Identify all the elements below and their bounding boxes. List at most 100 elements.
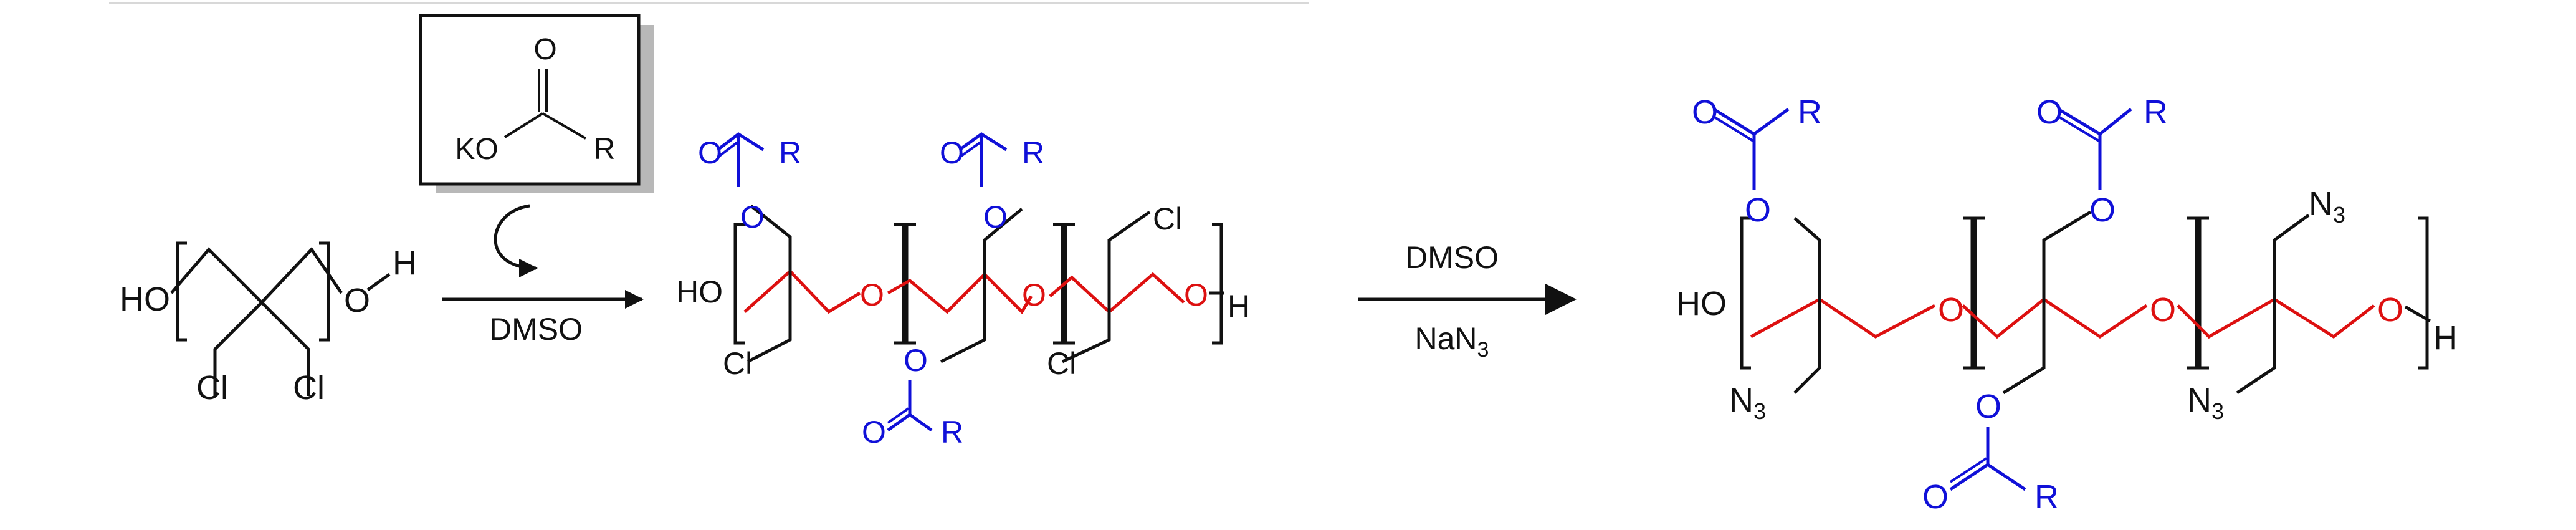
fin-red-backbone (1750, 297, 2375, 339)
fin-azide-2-label: N3 (2309, 185, 2345, 228)
int-ester-lower-ether-o-label: O (904, 343, 928, 378)
reagent-o-c-bond (503, 112, 544, 138)
fin-azide-3-label: N3 (2187, 382, 2224, 424)
fin-o-3-label: O (2377, 291, 2403, 329)
fin-ester-2-r-label: R (2144, 94, 2168, 131)
fin-ester-lower-bonds (1949, 427, 2026, 491)
reagent-box-frame (419, 14, 641, 186)
fin-bracket-2-right (2187, 216, 2198, 370)
start-right-chloromethyl (260, 301, 310, 396)
reagent-r-label: R (594, 133, 616, 166)
int-ester-1-r-label: R (779, 135, 801, 170)
fin-ester-lower-o-label: O (1922, 478, 1949, 516)
fin-terminal-h-label: H (2433, 319, 2458, 357)
fin-ester-1-bonds (1712, 107, 1790, 190)
int-ester-1-double-bond (717, 140, 740, 158)
int-unit-1-black-bonds (747, 205, 792, 364)
int-bracket-3-left (1064, 223, 1075, 345)
int-ester-lower-bonds (887, 380, 933, 432)
start-left-bracket (176, 241, 187, 342)
int-terminal-h-label: H (1228, 289, 1250, 324)
curved-reagent-arrow (494, 204, 538, 277)
int-o-1-label: O (860, 277, 884, 312)
fin-left-bracket (1740, 216, 1751, 370)
int-cl-1-label: Cl (723, 346, 752, 381)
int-left-bracket (733, 223, 745, 345)
sodium-azide-base-text: NaN (1415, 321, 1477, 356)
int-ester-2-ether-o-label: O (983, 200, 1008, 234)
fin-ester-lower-double-bond (1949, 457, 1988, 483)
final-product: HO O O O H N3 N3 N3 O R O O R O (1676, 94, 2458, 516)
int-ester-lower-double-bond (887, 407, 910, 424)
fin-ester-2-bonds (2057, 107, 2132, 190)
reagent-box: O KO R (419, 14, 654, 193)
fin-ester-2-double-bond (2057, 115, 2101, 143)
fin-azide-3-subscript: 3 (2211, 398, 2224, 424)
reagent-c-r-bond (541, 112, 587, 140)
start-backbone-left (170, 247, 263, 304)
int-ester-lower-r-label: R (941, 415, 963, 450)
int-ester-2-bonds (958, 132, 1008, 187)
fin-azide-2-n-text: N (2309, 185, 2333, 223)
int-ho-label: HO (676, 274, 723, 309)
start-ho-label: HO (120, 281, 170, 318)
start-cl-right-label: Cl (293, 369, 325, 407)
intermediate-product: HO O O O H Cl Cl Cl O R O O R O (676, 132, 1250, 450)
fin-unit-3-black-bonds (2236, 213, 2310, 395)
int-ester-lower-o-label: O (862, 415, 886, 450)
fin-ester-lower-r-label: R (2035, 478, 2059, 516)
fin-bracket-2-left (1973, 216, 1985, 370)
fin-unit-1-black-bonds (1793, 217, 1821, 394)
fin-ester-lower: O O R (1922, 388, 2059, 516)
int-ester-2-double-bond (958, 140, 983, 158)
int-cl-3-bottom-label: Cl (1047, 346, 1076, 381)
starting-material: HO O H Cl Cl (120, 241, 417, 407)
arrow-1-solvent-label: DMSO (489, 312, 583, 347)
fin-azide-1-n-text: N (1729, 382, 1753, 419)
arrow-2-solvent-label: DMSO (1405, 240, 1499, 275)
fin-ester-2-o-label: O (2036, 94, 2063, 131)
int-bracket-2-right (1053, 223, 1064, 345)
fin-ester-1: O R O (1692, 94, 1822, 229)
start-left-chloromethyl (213, 301, 263, 396)
start-h-label: H (393, 244, 417, 282)
int-ester-2: O R O (940, 132, 1044, 234)
fin-o-2-label: O (2150, 291, 2176, 329)
int-ester-1-bonds (717, 132, 765, 187)
fin-bracket-3-right (2418, 216, 2429, 370)
fin-ester-1-double-bond (1712, 115, 1755, 143)
int-ester-lower: O O R (862, 343, 963, 450)
int-bracket-3-right (1212, 223, 1223, 345)
start-backbone-right (260, 247, 343, 304)
fin-terminal-o-h-bond (2404, 305, 2431, 323)
sodium-azide-subscript: 3 (1477, 338, 1489, 362)
fin-ester-1-ether-o-label: O (1745, 191, 1771, 229)
int-cl-3-top-label: Cl (1153, 201, 1182, 236)
fin-ester-1-r-label: R (1798, 94, 1822, 131)
start-cl-left-label: Cl (196, 369, 228, 407)
int-ester-1-o-label: O (698, 135, 722, 170)
start-right-bracket (319, 241, 330, 342)
fin-ester-2: O R O (2036, 94, 2168, 229)
fin-unit-2-black-bonds (2002, 210, 2092, 395)
reagent-o-label: O (533, 33, 556, 66)
start-o-h-bond (366, 272, 391, 292)
fin-azide-3-n-text: N (2187, 382, 2211, 419)
int-unit-2-black-bonds (940, 208, 1023, 364)
fin-ester-lower-ether-o-label: O (1975, 388, 2001, 425)
fin-azide-1-label: N3 (1729, 382, 1766, 424)
int-ester-2-r-label: R (1022, 135, 1044, 170)
fin-azide-1-subscript: 3 (1753, 398, 1766, 424)
int-ester-1: O R O (698, 132, 801, 234)
int-ester-1-ether-o-label: O (740, 200, 765, 234)
fin-bracket-3-left (2198, 216, 2209, 370)
reagent-ko-label: KO (455, 133, 498, 166)
fin-o-1-label: O (1938, 291, 1964, 329)
int-unit-3-black-bonds (1061, 210, 1151, 364)
fin-bracket-1-right (1963, 216, 1974, 370)
fin-ester-1-o-label: O (1692, 94, 1718, 131)
start-o-label: O (344, 282, 370, 319)
arrow-2-reagent-label: NaN3 (1415, 321, 1489, 362)
int-ester-2-o-label: O (940, 135, 964, 170)
